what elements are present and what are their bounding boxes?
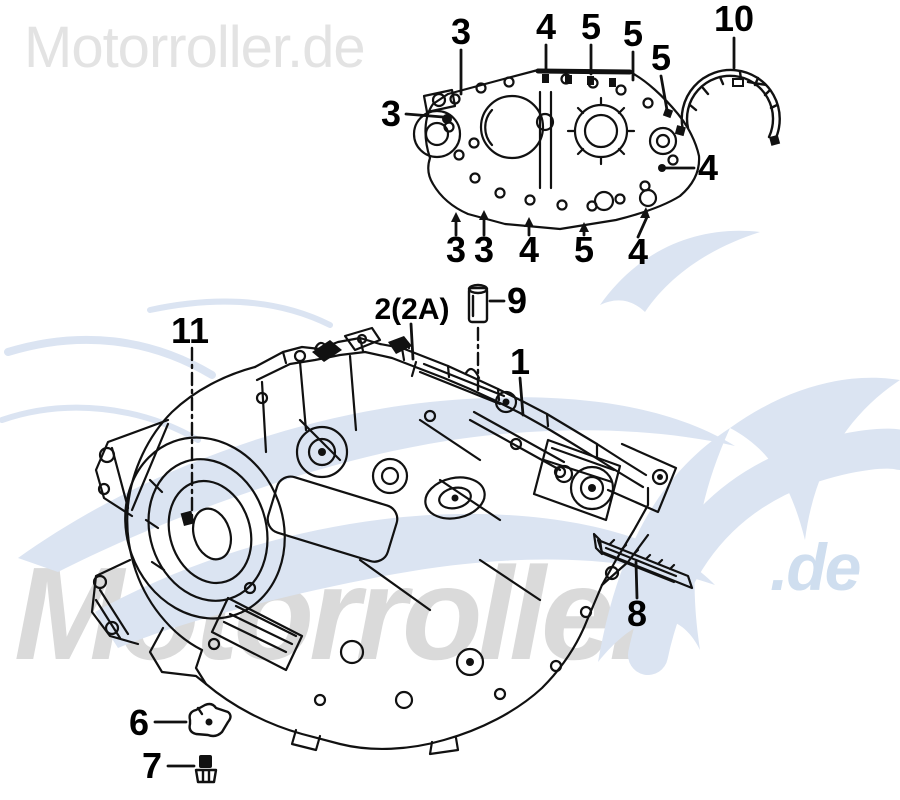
leader-lines: [153, 36, 736, 768]
bird-watermark: [0, 230, 900, 675]
callout-11-bearing: 11: [170, 310, 210, 351]
callout-5-cover-top1: 5: [580, 6, 602, 47]
callout-5-cover-bottom: 5: [573, 229, 595, 270]
callout-5-cover-right: 5: [650, 37, 672, 78]
arc-gasket-drawing: [674, 68, 781, 146]
callout-5-cover-top2: 5: [622, 13, 644, 54]
background-watermark-suffix: .de: [770, 530, 861, 604]
plate-part-drawing: [188, 702, 232, 738]
callout-2-2a-gasket: 2(2A): [374, 293, 450, 326]
callout-4-cover-rightmid: 4: [697, 147, 719, 188]
callout-3-cover-left: 3: [380, 93, 402, 134]
callout-6-plate: 6: [128, 702, 150, 743]
callout-4-cover-bottom2: 4: [627, 231, 649, 272]
bolt-part-drawing: [194, 755, 218, 784]
crankcase-assembly-drawing: [90, 326, 678, 756]
site-logo-watermark: Motorroller.de: [24, 15, 366, 80]
callout-4-cover-bottom: 4: [518, 229, 540, 270]
callout-3-cover-bottom2: 3: [473, 229, 495, 270]
callout-1-crankcase: 1: [509, 341, 531, 382]
oil-guide-bar-drawing: [592, 532, 694, 590]
callout-8-oil-guide: 8: [626, 593, 648, 634]
right-crankcase-half-drawing: [412, 68, 701, 232]
callout-9-dowel-pin: 9: [506, 280, 528, 321]
callout-10-arc-gasket: 10: [713, 0, 755, 39]
callout-3-cover-bottom1: 3: [445, 229, 467, 270]
callout-7-bolt: 7: [141, 745, 163, 786]
dowel-pin-drawing: [467, 283, 489, 324]
callout-3-cover-topleft: 3: [450, 11, 472, 52]
callout-4-cover-top: 4: [535, 6, 557, 47]
